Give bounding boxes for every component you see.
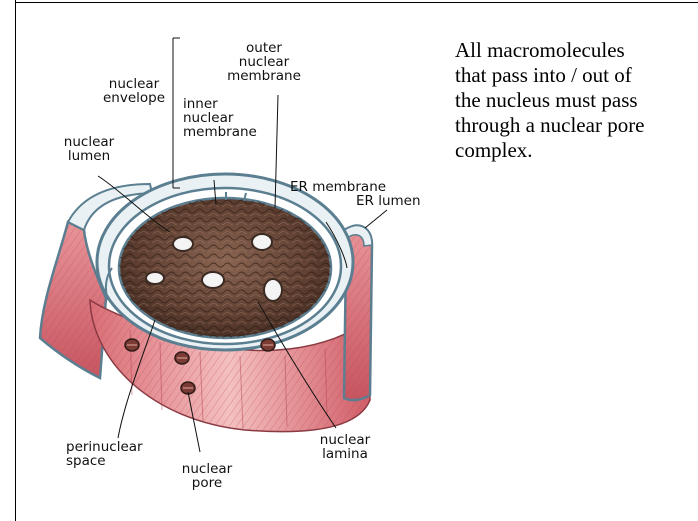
label-nuclear-lamina: nuclear lamina bbox=[310, 433, 380, 461]
label-nuclear-envelope: nuclear envelope bbox=[95, 77, 173, 105]
slide-body-text: All macromolecules that pass into / out … bbox=[455, 38, 698, 163]
label-er-membrane: ER membrane bbox=[290, 180, 410, 194]
nuclear-pore bbox=[173, 237, 193, 251]
label-outer-nuclear-membrane: outer nuclear membrane bbox=[226, 41, 302, 83]
label-perinuclear-space: perinuclear space bbox=[66, 440, 164, 468]
nuclear-pore bbox=[146, 272, 164, 284]
label-er-lumen: ER lumen bbox=[356, 194, 436, 208]
label-inner-nuclear-membrane: inner nuclear membrane bbox=[183, 97, 255, 139]
label-nuclear-pore: nuclear pore bbox=[168, 462, 246, 490]
label-nuclear-lumen: nuclear lumen bbox=[52, 135, 126, 163]
nuclear-pore bbox=[264, 279, 282, 301]
nuclear-pore bbox=[202, 272, 224, 288]
nuclear-envelope-rim bbox=[97, 174, 353, 350]
nuclear-pore bbox=[252, 234, 272, 250]
